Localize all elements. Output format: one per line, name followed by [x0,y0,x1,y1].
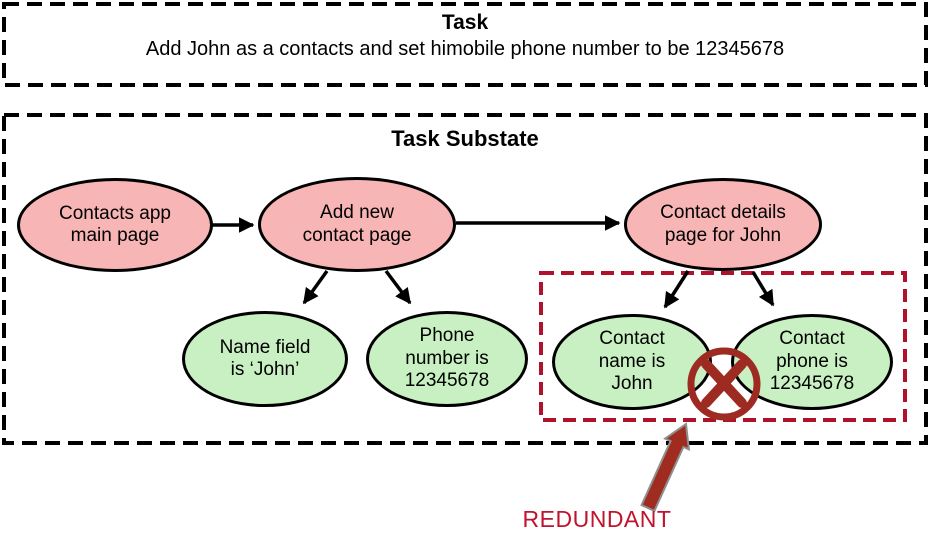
edge-details-to-contactname [663,270,690,309]
task-box-title: Task [441,11,489,34]
edge-details-to-contactphone [751,271,775,307]
redundant-pointer-arrow [640,422,691,513]
node-contacts-app-main-page: Contacts app main page [17,178,213,272]
node-label: Name field is ‘John’ [219,336,311,380]
edge-addcontact-to-namefield [302,269,329,305]
node-contact-name: Contact name is John [552,314,712,410]
node-label: Phone number is 12345678 [404,325,490,392]
node-name-field: Name field is ‘John’ [182,311,348,407]
node-label: Contact name is John [598,328,666,395]
task-substate-box-title: Task Substate [391,126,539,151]
node-label: Contacts app main page [59,202,171,246]
node-label: Add new contact page [302,202,412,246]
node-add-new-contact-page: Add new contact page [258,177,456,272]
edge-addcontact-to-phonenumber [384,269,412,305]
node-phone-number: Phone number is 12345678 [366,311,528,407]
node-contact-phone: Contact phone is 12345678 [731,314,893,410]
node-contact-details-page: Contact details page for John [624,178,822,271]
redundant-label: REDUNDANT [522,506,672,532]
task-description: Add John as a contacts and set himobile … [145,38,785,60]
node-label: Contact details page for John [660,202,786,246]
node-label: Contact phone is 12345678 [769,328,855,395]
